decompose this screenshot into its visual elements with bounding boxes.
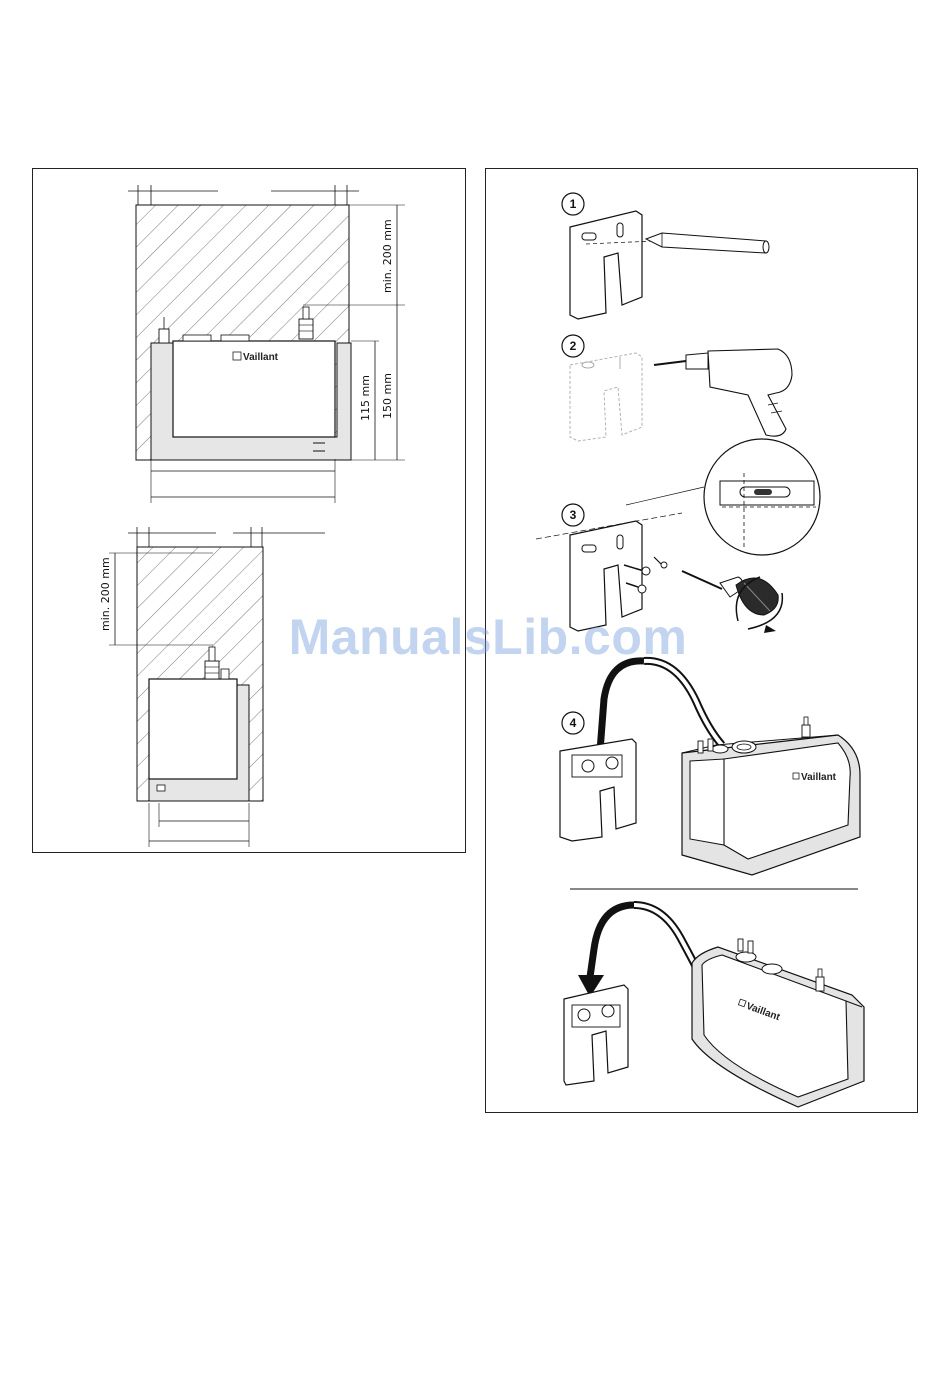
dim-clearance-bottom: min. 200 mm — [99, 557, 112, 631]
brand-label: Vaillant — [243, 352, 279, 363]
wall-bracket-step3 — [570, 521, 642, 631]
step-1: 1 — [562, 193, 769, 319]
step-2: 2 — [562, 335, 792, 441]
water-heater-icon: Vaillant — [682, 717, 860, 875]
step-number-2: 2 — [570, 339, 577, 353]
wall-bracket — [570, 211, 642, 319]
clearance-diagram-panel: Vaillant min. 200 mm 150 mm 115 mm — [32, 168, 466, 853]
bracket-outline — [570, 353, 642, 441]
top-drawing: Vaillant min. 200 mm 150 mm 115 mm — [128, 185, 405, 503]
dim-clearance-top: min. 200 mm — [381, 219, 394, 293]
step-number-1: 1 — [570, 197, 577, 211]
bottom-drawing: min. 200 mm — [99, 527, 325, 847]
step-number-3: 3 — [570, 508, 577, 522]
wall-bracket-mounted — [560, 739, 636, 841]
step-number-4: 4 — [570, 716, 577, 730]
mounting-steps-panel: 1 2 — [485, 168, 918, 1113]
mounting-steps-diagram: 1 2 — [486, 169, 917, 1112]
clearance-diagram: Vaillant min. 200 mm 150 mm 115 mm — [33, 169, 465, 852]
water-heater-unit-small — [149, 679, 237, 779]
step-3: 3 — [536, 439, 820, 633]
step-4-alt: Vaillant — [564, 905, 864, 1107]
spirit-level-inset — [704, 439, 820, 555]
step-4: 4 — [560, 661, 860, 875]
pencil-icon — [646, 233, 769, 253]
brand-label-a: Vaillant — [801, 772, 837, 783]
dim-height-115: 115 mm — [359, 375, 372, 421]
wall-bracket-alt — [564, 985, 628, 1085]
water-heater-icon-alt: Vaillant — [692, 939, 864, 1107]
drill-icon — [654, 349, 792, 436]
screwdriver-icon — [682, 571, 782, 633]
dim-height-150: 150 mm — [381, 373, 394, 419]
